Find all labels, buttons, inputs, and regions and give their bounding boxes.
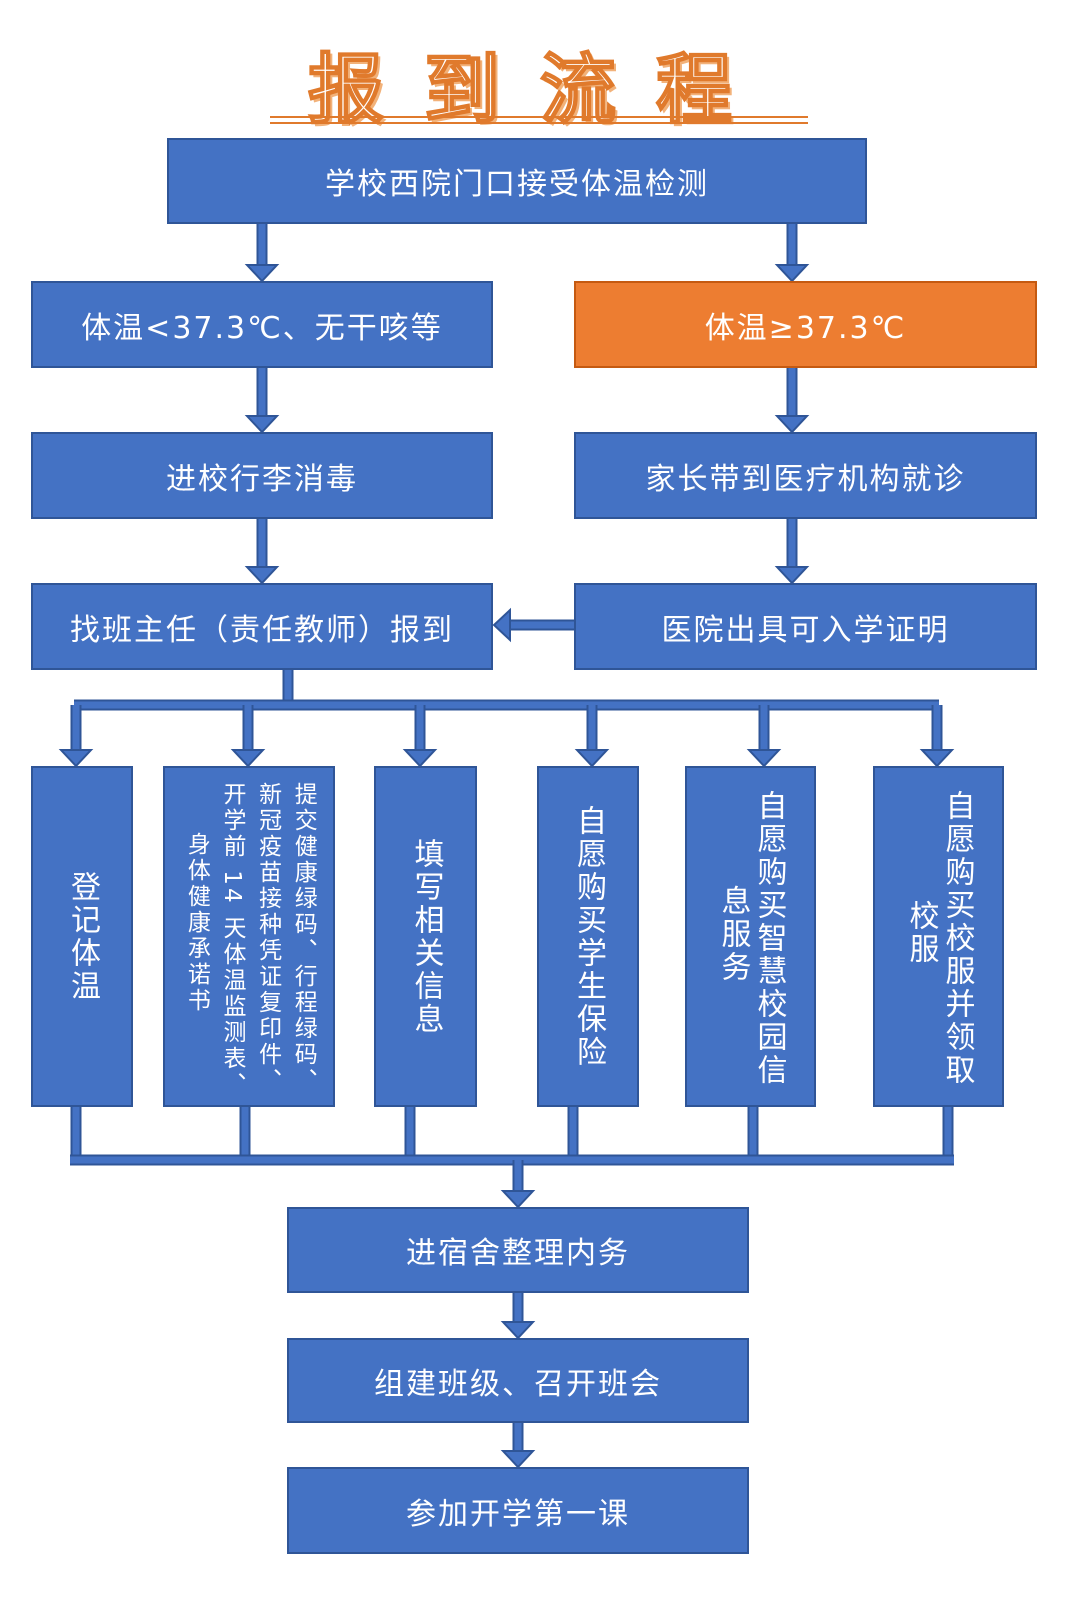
- task-line: 自愿购买校服并领取: [939, 790, 975, 1087]
- step-label: 体温<37.3℃、无干咳等: [81, 310, 443, 346]
- step-clinic: 家长带到医疗机构就诊: [574, 432, 1037, 519]
- step-report: 找班主任（责任教师）报到: [31, 583, 493, 670]
- step-class-meeting: 组建班级、召开班会: [287, 1338, 749, 1423]
- task-line: 身体健康承诺书: [183, 832, 210, 1014]
- task-uniform: 自愿购买校服并领取校服: [873, 766, 1004, 1107]
- task-line: 息服务: [715, 885, 751, 984]
- arrowhead-icon: [774, 264, 810, 283]
- arrowhead-icon: [244, 264, 280, 283]
- step-label: 进校行李消毒: [166, 461, 358, 497]
- arrowhead-icon: [402, 749, 438, 768]
- step-disinfect: 进校行李消毒: [31, 432, 493, 519]
- step-normal-temp: 体温<37.3℃、无干咳等: [31, 281, 493, 368]
- step-high-temp: 体温≥37.3℃: [574, 281, 1037, 368]
- task-fill-info: 填写相关信息: [374, 766, 477, 1107]
- arrowhead-icon: [500, 1450, 536, 1469]
- task-smart-campus: 自愿购买智慧校园信息服务: [685, 766, 816, 1107]
- arrowhead-icon: [244, 415, 280, 434]
- title-underline: [270, 116, 808, 124]
- arrowhead-icon: [746, 749, 782, 768]
- arrowhead-icon: [244, 566, 280, 585]
- task-register-temp: 登记体温: [31, 766, 133, 1107]
- arrowhead-icon: [58, 749, 94, 768]
- step-entry: 学校西院门口接受体温检测: [167, 138, 867, 224]
- step-first-lesson: 参加开学第一课: [287, 1467, 749, 1554]
- step-dorm: 进宿舍整理内务: [287, 1207, 749, 1293]
- step-label: 学校西院门口接受体温检测: [325, 167, 709, 202]
- task-line: 自愿购买学生保险: [571, 804, 606, 1069]
- arrowhead-icon: [574, 749, 610, 768]
- arrowhead-icon: [774, 415, 810, 434]
- task-line: 校服: [903, 900, 939, 966]
- arrowhead-icon: [492, 607, 511, 643]
- task-line: 开学前 14 天体温监测表、: [219, 782, 245, 1098]
- arrowhead-icon: [919, 749, 955, 768]
- arrowhead-icon: [774, 566, 810, 585]
- task-line: 提交健康绿码、行程绿码、: [290, 782, 317, 1094]
- task-line: 填写相关信息: [408, 837, 444, 1036]
- arrowhead-icon: [230, 749, 266, 768]
- task-line: 登记体温: [65, 870, 100, 1003]
- page-title: 报到流程: [307, 44, 772, 135]
- step-label: 进宿舍整理内务: [406, 1236, 630, 1271]
- step-label: 家长带到医疗机构就诊: [645, 461, 966, 497]
- step-label: 医院出具可入学证明: [661, 612, 950, 648]
- task-insurance: 自愿购买学生保险: [537, 766, 639, 1107]
- task-line: 自愿购买智慧校园信: [751, 790, 787, 1087]
- arrowhead-icon: [500, 1321, 536, 1340]
- task-submit-docs: 提交健康绿码、行程绿码、新冠疫苗接种凭证复印件、开学前 14 天体温监测表、身体…: [163, 766, 335, 1107]
- step-label: 组建班级、召开班会: [374, 1366, 662, 1402]
- step-certificate: 医院出具可入学证明: [574, 583, 1037, 670]
- arrowhead-icon: [500, 1190, 536, 1209]
- step-label: 参加开学第一课: [406, 1496, 630, 1532]
- step-label: 体温≥37.3℃: [704, 310, 907, 346]
- task-line: 新冠疫苗接种凭证复印件、: [254, 782, 281, 1094]
- step-label: 找班主任（责任教师）报到: [70, 612, 454, 648]
